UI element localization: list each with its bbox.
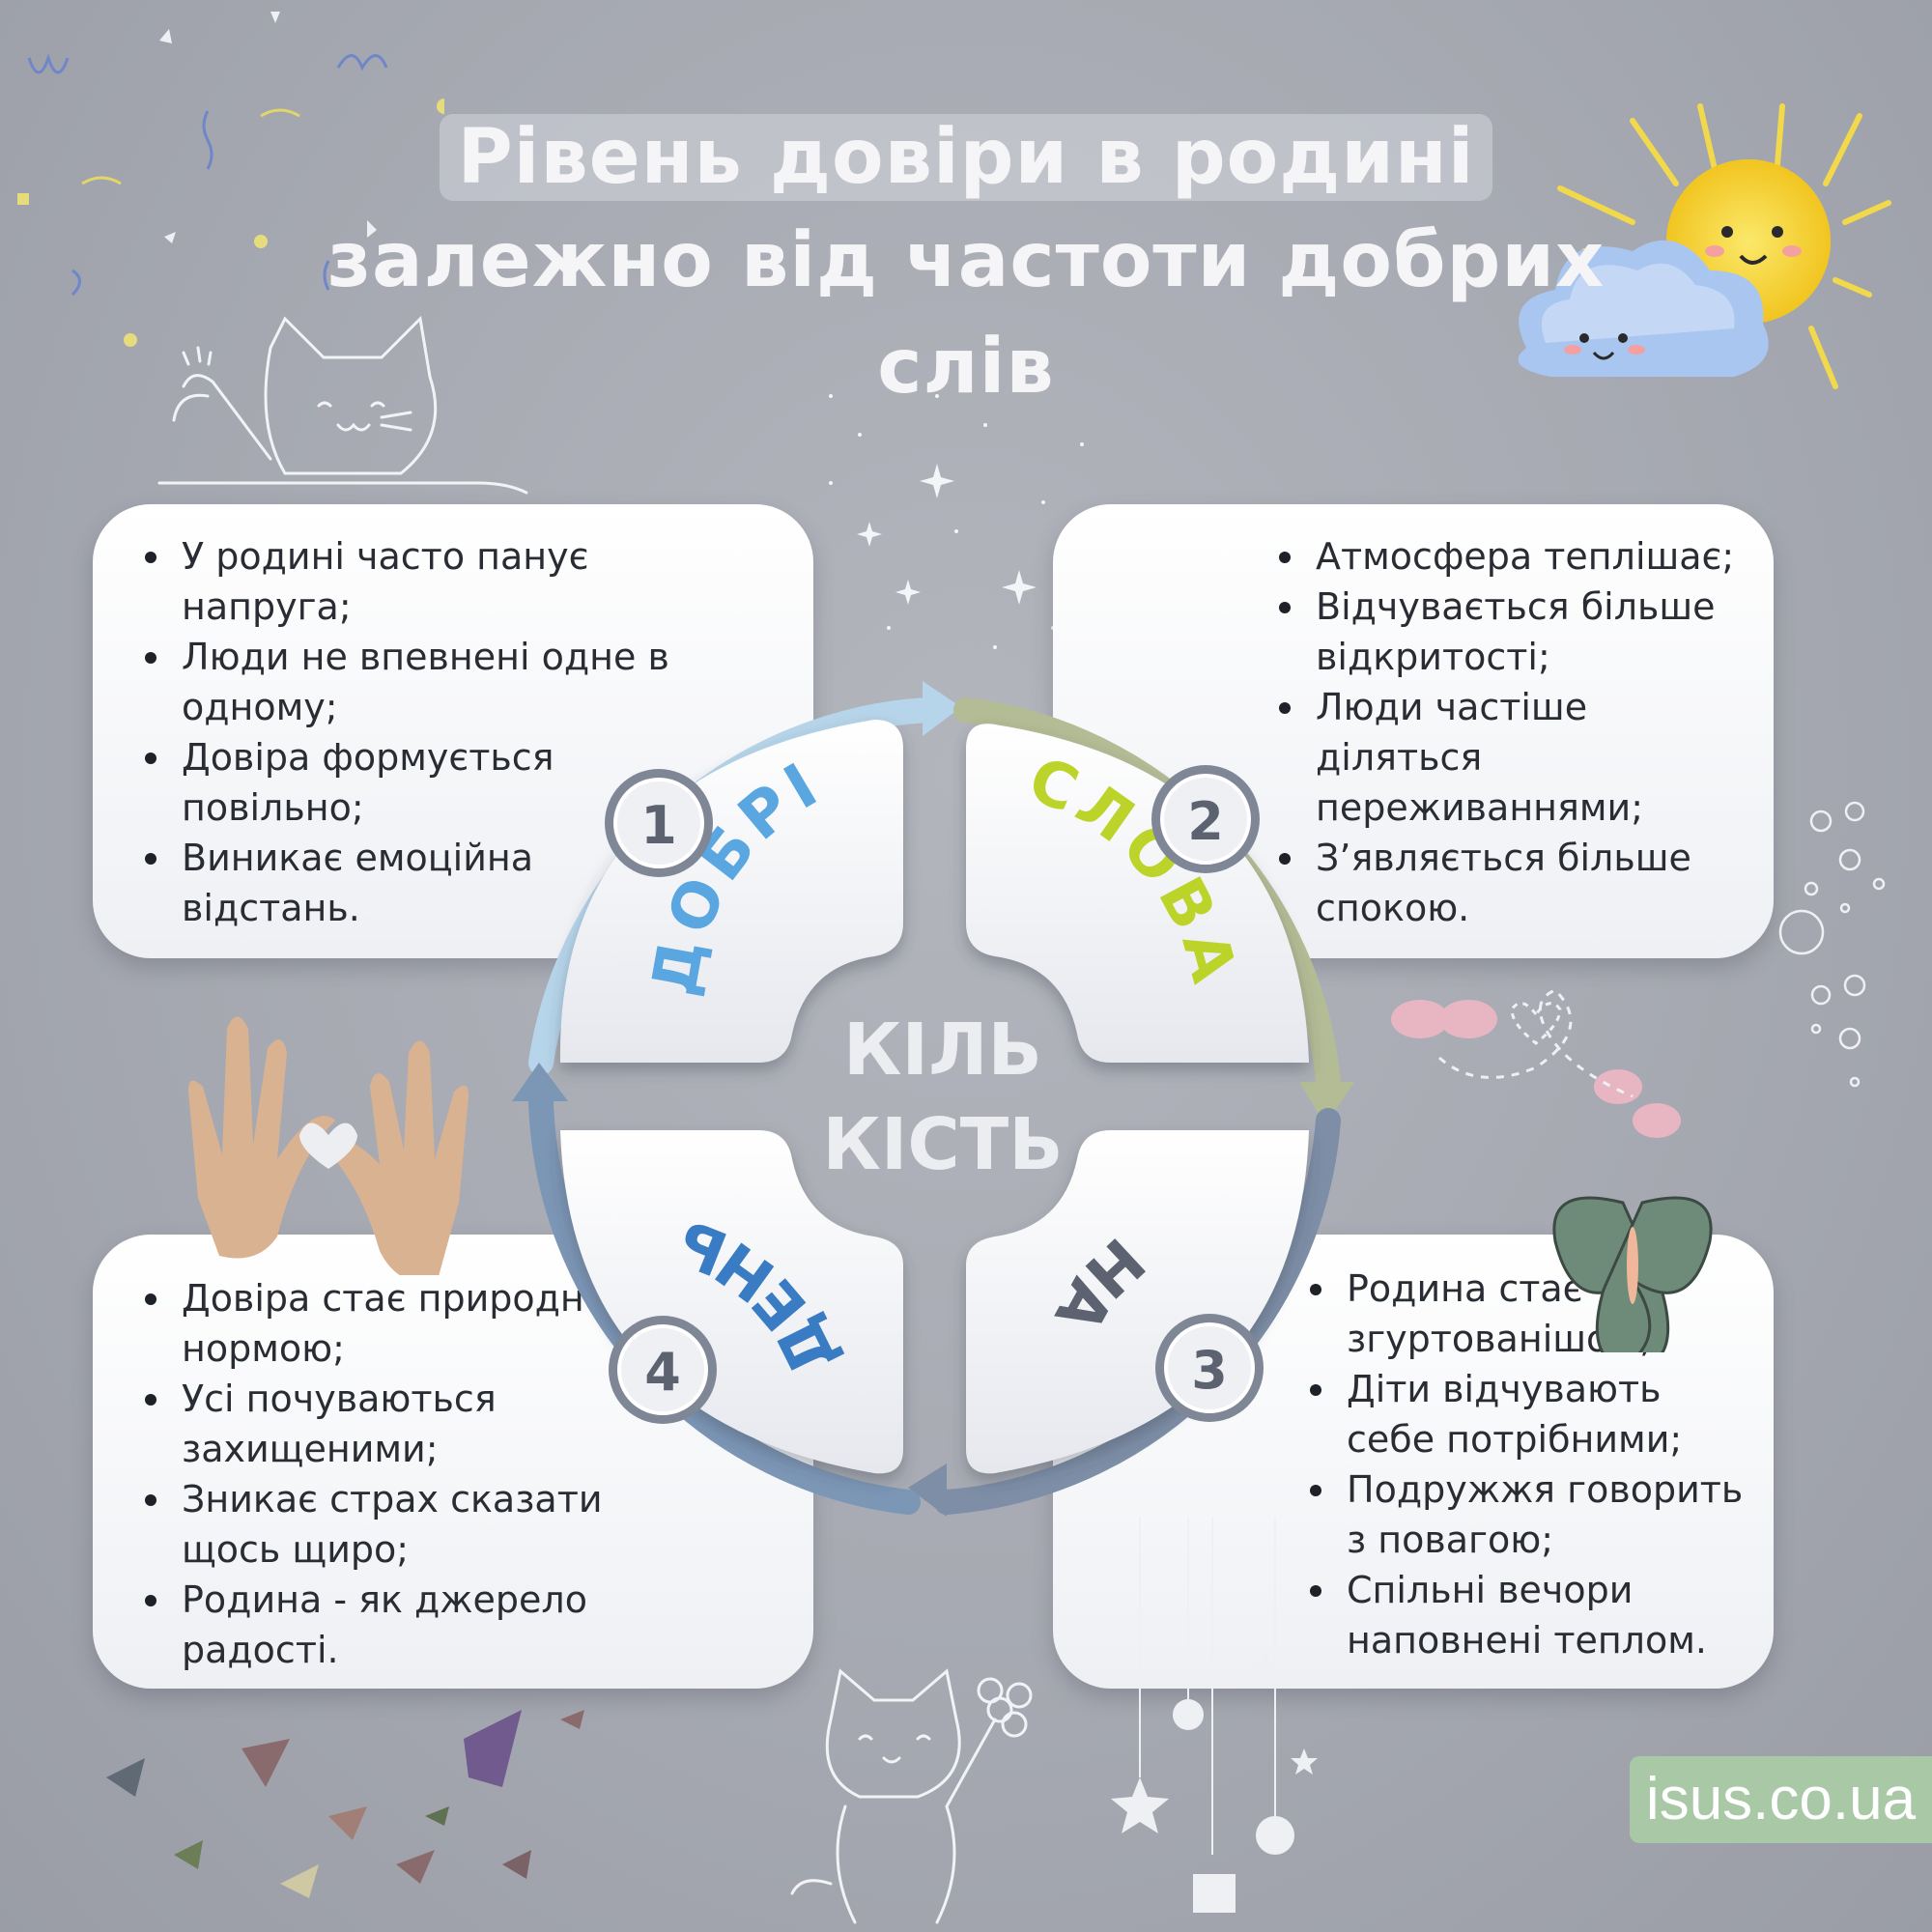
svg-text:2: 2 [1187,791,1224,852]
page-title-line-2: залежно від частоти добрих [327,217,1605,304]
squiggles-icon [17,12,444,347]
list-item: Люди частіше діляться переживаннями; [1273,682,1756,833]
list-item: Подружжя говорить з повагою; [1304,1464,1748,1565]
list-item: Відчувається більше відкритості; [1273,582,1756,682]
list-item: Усі почуваються захищеними; [139,1374,680,1474]
list-item: У родині часто панує напруга; [139,531,680,632]
badge-3: 3 [1155,1314,1264,1422]
heart-hands-icon [188,1016,469,1275]
badge-2: 2 [1151,765,1260,873]
list-item: Діти відчувають себе потрібними; [1304,1364,1748,1464]
svg-text:3: 3 [1191,1340,1228,1401]
list-item: Атмосфера теплішає; [1273,531,1756,582]
segment-2 [966,724,1309,1063]
stars-icon [829,394,1084,649]
ring-arrow-4-head [512,1063,568,1101]
list-item: Люди не впевнені одне в одному; [139,632,680,732]
list-item: Зникає страх сказати щось щиро; [139,1474,680,1575]
list-item: З’являється більше спокою. [1273,833,1756,933]
center-word-1: КІЛЬ [843,1009,1042,1092]
card-level-2: Атмосфера теплішає; Відчувається більше … [1053,504,1774,958]
list-item: Виникає емоційна відстань. [139,833,680,933]
page-title-line-1: Рівень довіри в родині [0,114,1932,201]
butterfly-icon [1391,988,1713,1352]
list-item: Довіра стає природною нормою; [139,1273,680,1374]
list-item: Спільні вечори наповнені теплом. [1304,1565,1748,1665]
bubbles-icon [1778,801,1886,1088]
ring-arrow-2-head [1299,1082,1354,1125]
cat-icon [157,315,528,495]
butterflies-icon [106,1710,584,1898]
page-title-line-3: слів [877,324,1055,411]
segment-4 [560,1130,903,1474]
svg-text:1: 1 [640,795,677,856]
list-item: Довіра формується повільно; [139,732,680,833]
cat-with-flower-icon [790,1668,1033,1924]
svg-text:4: 4 [644,1342,681,1403]
title-highlight: Рівень довіри в родині [440,114,1492,201]
segment-3 [966,1130,1309,1474]
center-word-2: КІСТЬ [822,1103,1063,1186]
ring-arrow-3-head [908,1463,947,1517]
ring-arrow-1-head [923,681,961,736]
segment-1 [559,720,903,1063]
badge-1: 1 [605,769,713,877]
hanging-ornaments-icon [1111,1517,1318,1913]
sun-icon [1518,103,1891,389]
site-watermark: isus.co.ua [1630,1756,1932,1843]
list-item: Родина - як джерело радості. [139,1575,680,1675]
card-level-3-list: Родина стає згуртованішою; Діти відчуваю… [1304,1264,1748,1665]
badge-4: 4 [609,1316,717,1424]
card-level-2-list: Атмосфера теплішає; Відчувається більше … [1273,531,1756,933]
card-level-1-list: У родині часто панує напруга; Люди не вп… [139,531,680,933]
card-level-4-list: Довіра стає природною нормою; Усі почува… [139,1273,680,1675]
